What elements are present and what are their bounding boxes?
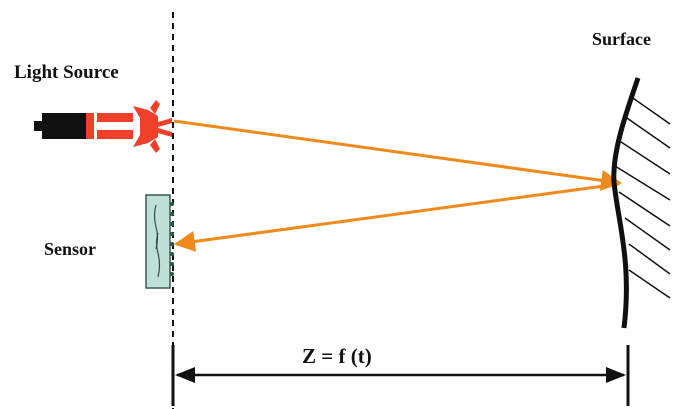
surface-label: Surface: [592, 29, 651, 49]
laser-emitter-icon: [34, 100, 172, 153]
distance-label: Z = f (t): [302, 344, 372, 368]
light-source-label: Light Source: [14, 62, 119, 83]
emitted-beam-arrow: [173, 119, 623, 191]
hatched-curved-surface-icon: [611, 77, 671, 329]
sensor-array-icon: [145, 194, 174, 289]
distance-dimension: [171, 345, 630, 406]
reflected-beam-arrow: [173, 182, 620, 252]
sensor-label: Sensor: [44, 239, 97, 259]
